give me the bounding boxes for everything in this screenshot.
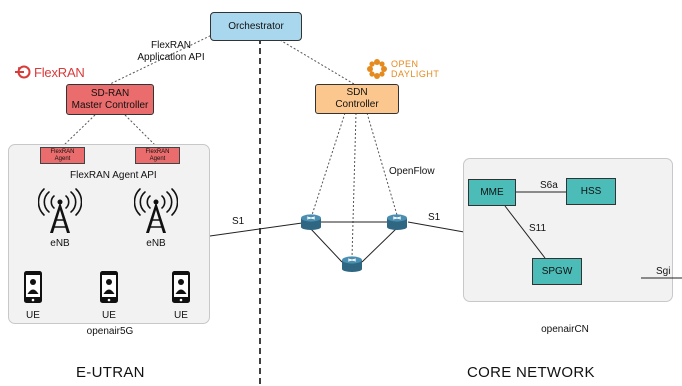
opendaylight-logo-icon bbox=[367, 59, 387, 79]
switch-link-right bbox=[361, 227, 398, 263]
openflow-link-1 bbox=[311, 112, 346, 216]
enb-label-2: eNB bbox=[146, 238, 166, 249]
core-network-label: CORE NETWORK bbox=[467, 364, 595, 381]
s6a-label: S6a bbox=[540, 180, 558, 191]
flexran-agent-2[interactable]: FlexRAN Agent bbox=[135, 147, 180, 164]
s1-link-epc bbox=[407, 221, 465, 233]
flexran-logo: FlexRAN bbox=[15, 64, 85, 80]
opendaylight-logo: OPEN DAYLIGHT bbox=[366, 58, 439, 80]
orchestrator-to-sdn-link bbox=[279, 39, 355, 85]
router-icon[interactable] bbox=[386, 213, 408, 230]
switch-link-left bbox=[309, 227, 343, 263]
flexran-api-label: FlexRAN Application API bbox=[137, 40, 205, 63]
hss-box[interactable]: HSS bbox=[566, 178, 616, 205]
orchestrator-label: Orchestrator bbox=[228, 20, 284, 32]
mme-box[interactable]: MME bbox=[468, 179, 516, 206]
flexran-agent-api-label: FlexRAN Agent API bbox=[70, 170, 157, 181]
openflow-link-3 bbox=[366, 112, 398, 216]
spgw-box[interactable]: SPGW bbox=[532, 258, 582, 285]
controller-to-agent2-link bbox=[124, 114, 158, 148]
ue-label-2: UE bbox=[102, 310, 116, 321]
sdran-master-controller[interactable]: SD-RAN Master Controller bbox=[66, 84, 154, 115]
sdn-controller[interactable]: SDN Controller bbox=[315, 84, 399, 114]
s11-label: S11 bbox=[529, 223, 547, 234]
flexran-logo-icon bbox=[15, 65, 31, 79]
s1-link-enb bbox=[209, 222, 303, 237]
sgi-label: Sgi bbox=[656, 266, 671, 277]
flexran-agent-1[interactable]: FlexRAN Agent bbox=[40, 147, 85, 164]
s1-label-ran: S1 bbox=[232, 216, 245, 227]
openflow-link-2 bbox=[351, 112, 357, 259]
orchestrator-to-sdran-link bbox=[109, 33, 215, 85]
openaircn-label: openairCN bbox=[541, 324, 589, 335]
smartphone-user-icon bbox=[172, 271, 190, 303]
cell-tower-icon bbox=[38, 188, 82, 233]
eutran-label: E-UTRAN bbox=[76, 364, 145, 381]
openair5g-label: openair5G bbox=[86, 326, 134, 337]
router-icon[interactable] bbox=[341, 255, 363, 272]
ue-label-3: UE bbox=[174, 310, 188, 321]
router-icon[interactable] bbox=[300, 213, 322, 230]
ue-label-1: UE bbox=[26, 310, 40, 321]
controller-to-agent1-link bbox=[61, 114, 96, 148]
openflow-label: OpenFlow bbox=[389, 166, 435, 177]
enb-label-1: eNB bbox=[50, 238, 70, 249]
smartphone-user-icon bbox=[100, 271, 118, 303]
smartphone-user-icon bbox=[24, 271, 42, 303]
cell-tower-icon bbox=[134, 188, 178, 233]
s1-label-epc: S1 bbox=[428, 212, 441, 223]
orchestrator-box[interactable]: Orchestrator bbox=[210, 12, 302, 41]
